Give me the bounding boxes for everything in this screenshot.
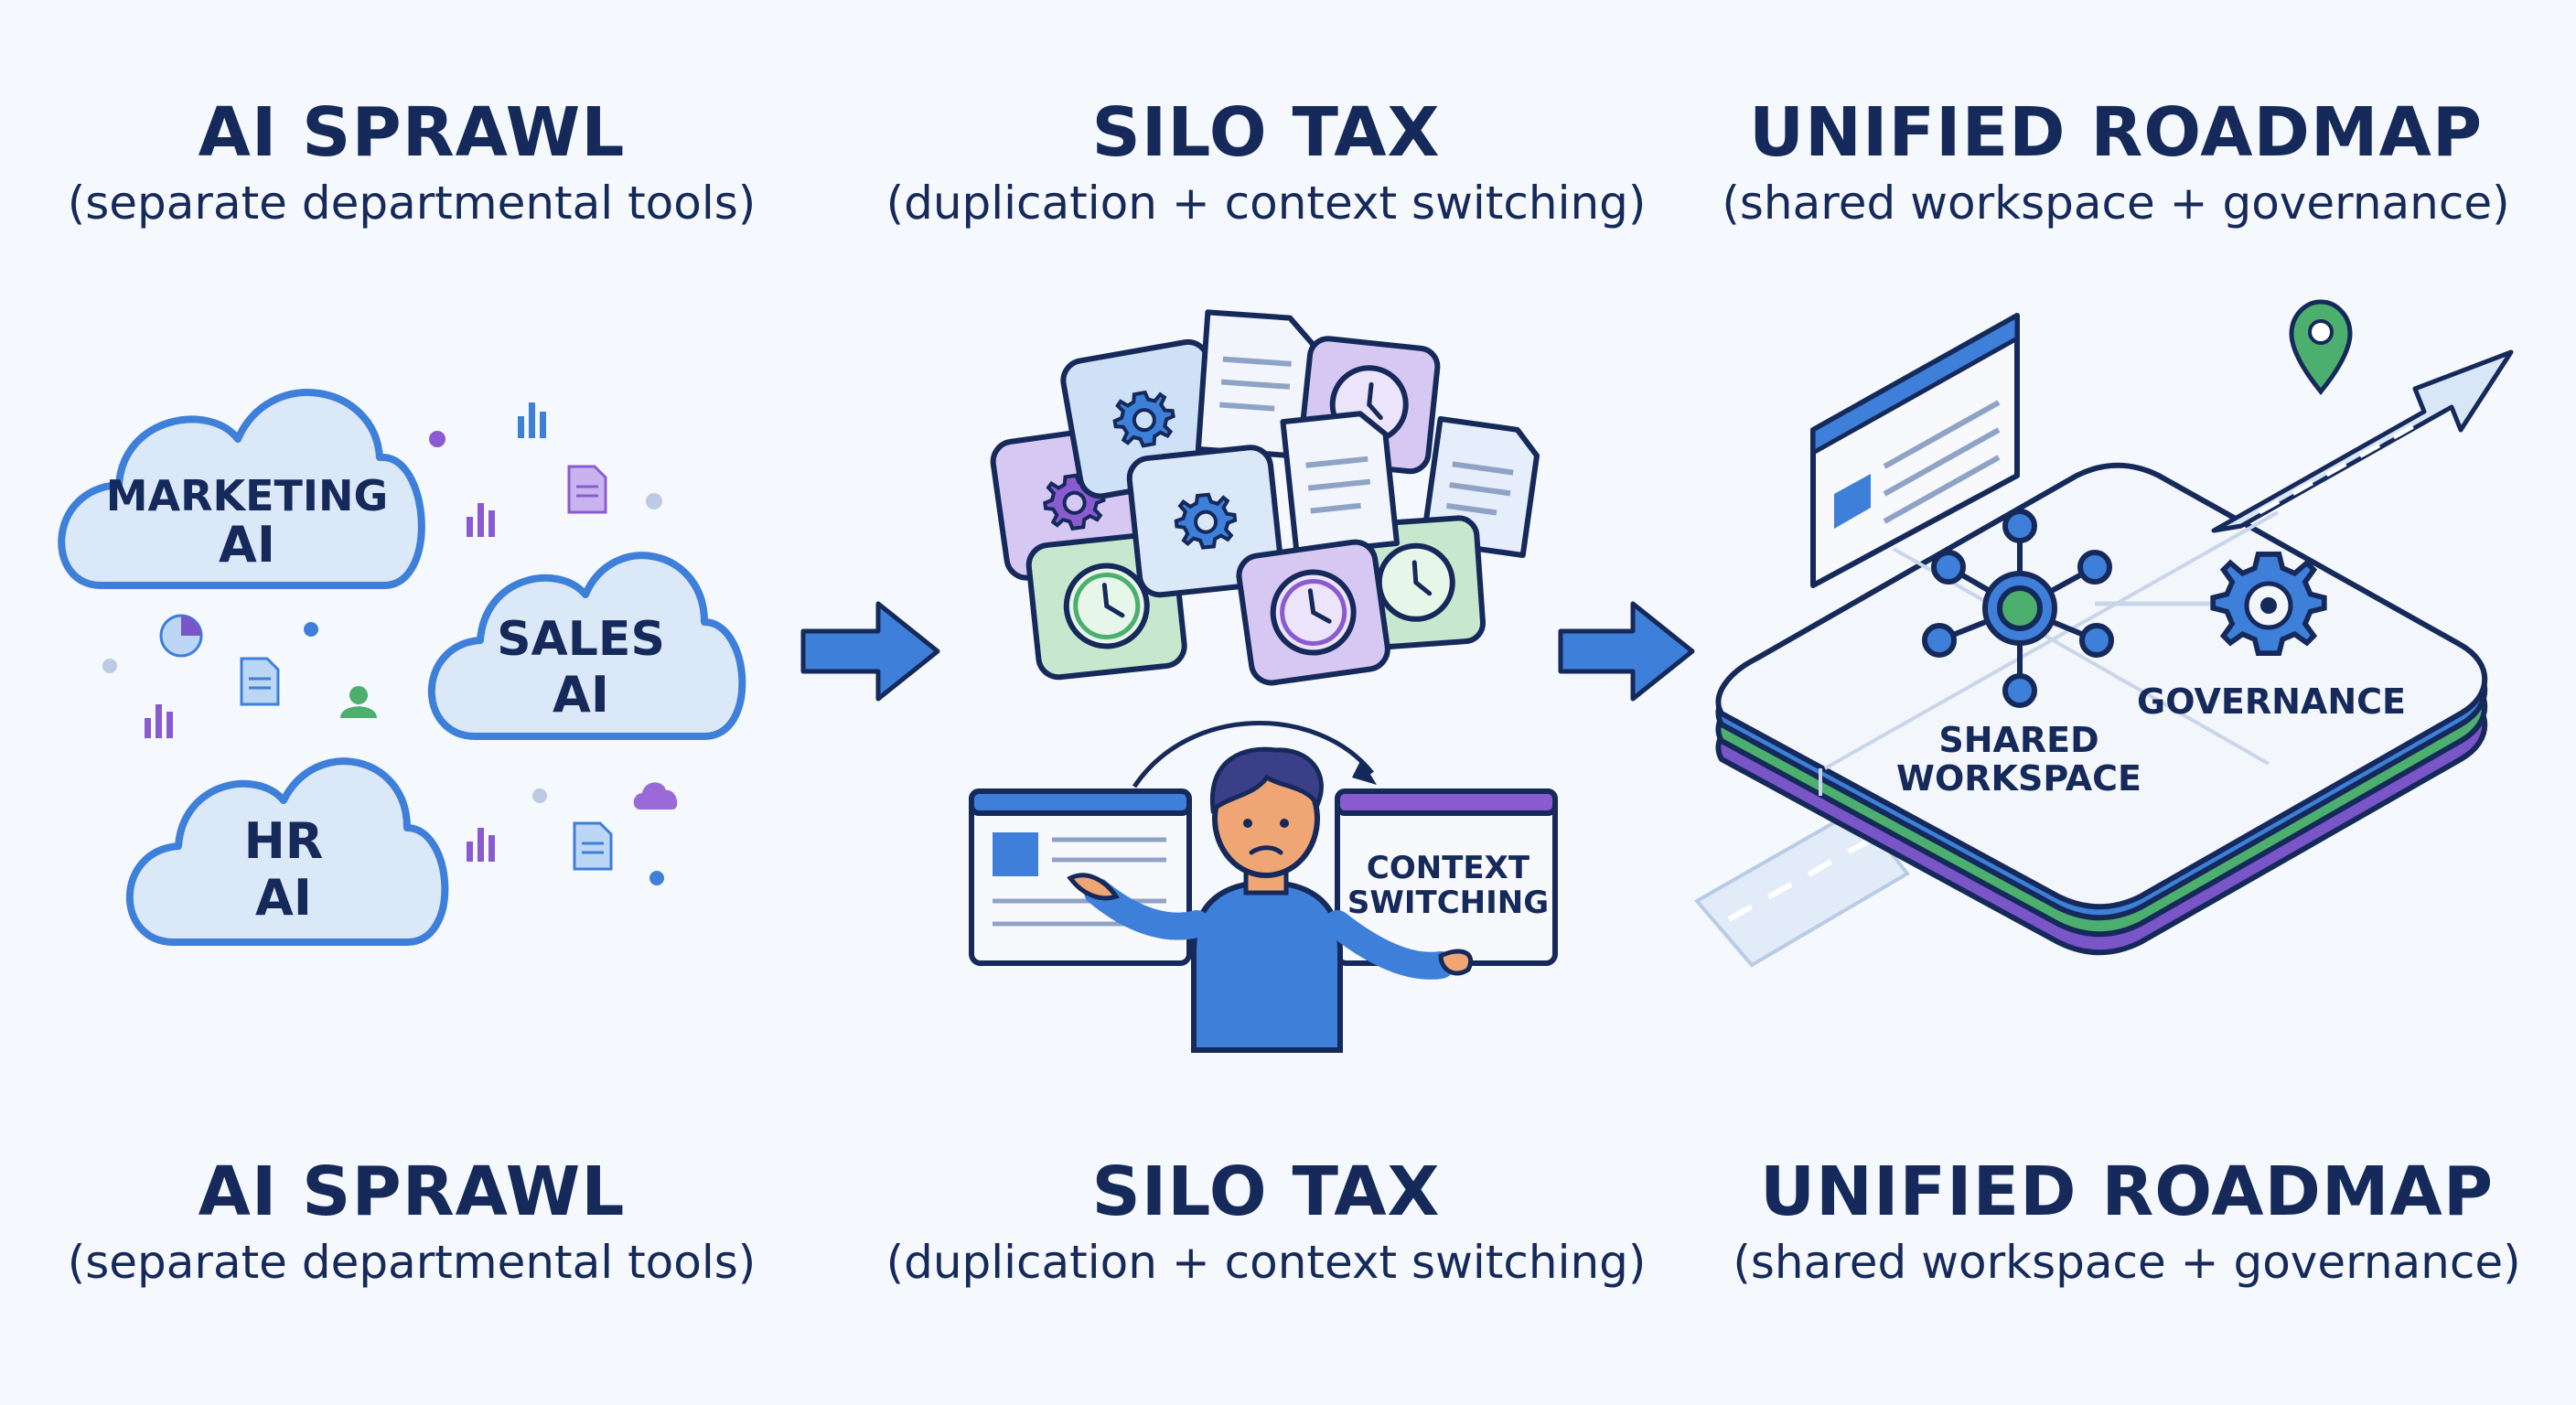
governance-gear-icon	[2213, 554, 2324, 653]
unified-illustration: SHARED WORKSPACE GOVERNANCE	[1693, 299, 2514, 968]
switch-arrow-icon	[1132, 721, 1374, 788]
silo-title: SILO TAX	[1091, 93, 1441, 172]
location-pin-icon	[2289, 299, 2353, 395]
governance-label: GOVERNANCE	[2137, 681, 2406, 722]
silo-subtitle: (duplication + context switching)	[886, 177, 1647, 231]
flow-arrow-icon	[800, 601, 940, 702]
user-icon	[340, 686, 377, 718]
silo-title-bottom: SILO TAX	[1091, 1153, 1441, 1231]
unified-title-bottom: UNIFIED ROADMAP	[1759, 1153, 2495, 1231]
sales-cloud-label-2: AI	[553, 666, 609, 724]
silo-subtitle-bottom: (duplication + context switching)	[886, 1236, 1647, 1290]
bar-chart-icon	[467, 828, 495, 862]
confused-person-icon	[1067, 746, 1474, 1053]
marketing-cloud-label-2: AI	[219, 516, 275, 574]
sales-cloud-label-1: SALES	[497, 612, 665, 667]
unified-heading-bottom: UNIFIED ROADMAP (shared workspace + gove…	[1669, 1153, 2576, 1290]
document-icon	[240, 657, 280, 706]
dot	[646, 493, 662, 509]
silo-heading-top: SILO TAX (duplication + context switchin…	[809, 93, 1723, 231]
flow-arrow-icon	[1558, 601, 1695, 702]
silo-illustration: CONTEXT SWITCHING	[969, 309, 1558, 1053]
sprawl-title: AI SPRAWL	[198, 93, 626, 172]
marketing-cloud-icon: MARKETING AI	[58, 389, 425, 589]
hr-cloud-label-1: HR	[244, 812, 324, 870]
unified-title: UNIFIED ROADMAP	[1748, 93, 2484, 172]
sprawl-illustration: MARKETING AI SALES AI HR AI	[58, 389, 746, 946]
dot	[304, 622, 318, 637]
dashboard-monitor-icon	[1810, 313, 2020, 588]
gear-tile-icon	[1126, 445, 1284, 598]
unified-subtitle: (shared workspace + governance)	[1722, 177, 2510, 231]
sprawl-subtitle: (separate departmental tools)	[67, 177, 757, 231]
sprawl-subtitle-bottom: (separate departmental tools)	[67, 1236, 757, 1290]
sprawl-title-bottom: AI SPRAWL	[198, 1153, 626, 1231]
unified-heading-top: UNIFIED ROADMAP (shared workspace + gove…	[1658, 93, 2573, 231]
sprawl-heading-top: AI SPRAWL (separate departmental tools)	[0, 93, 869, 231]
context-switching-window: CONTEXT SWITCHING	[1335, 788, 1558, 966]
document-icon	[567, 465, 607, 514]
bar-chart-icon	[518, 402, 546, 438]
hr-cloud-label-2: AI	[255, 869, 312, 927]
shared-workspace-label-2: WORKSPACE	[1896, 758, 2141, 799]
dot	[649, 871, 664, 885]
context-switching-label-2: SWITCHING	[1347, 885, 1549, 921]
document-tile-icon	[1280, 411, 1401, 557]
dot	[102, 659, 117, 673]
context-switching-label-1: CONTEXT	[1367, 850, 1530, 886]
shared-workspace-label-1: SHARED	[1938, 720, 2098, 760]
document-icon	[573, 821, 613, 871]
marketing-cloud-label-1: MARKETING	[106, 471, 389, 520]
network-hub-icon	[1922, 509, 2223, 708]
bar-chart-icon	[467, 503, 495, 537]
sales-cloud-icon: SALES AI	[427, 552, 746, 740]
hr-cloud-icon: HR AI	[125, 757, 449, 946]
dot	[532, 788, 547, 803]
roadmap-arrow-icon	[2211, 349, 2514, 533]
silo-heading-bottom: SILO TAX (duplication + context switchin…	[809, 1153, 1723, 1290]
unified-subtitle-bottom: (shared workspace + governance)	[1733, 1236, 2521, 1290]
small-cloud-icon	[633, 782, 678, 810]
clock-tile-icon	[1236, 539, 1390, 686]
pie-chart-icon	[159, 614, 203, 658]
bar-chart-icon	[145, 704, 173, 738]
sprawl-heading-bottom: AI SPRAWL (separate departmental tools)	[0, 1153, 869, 1290]
dot	[429, 431, 445, 447]
